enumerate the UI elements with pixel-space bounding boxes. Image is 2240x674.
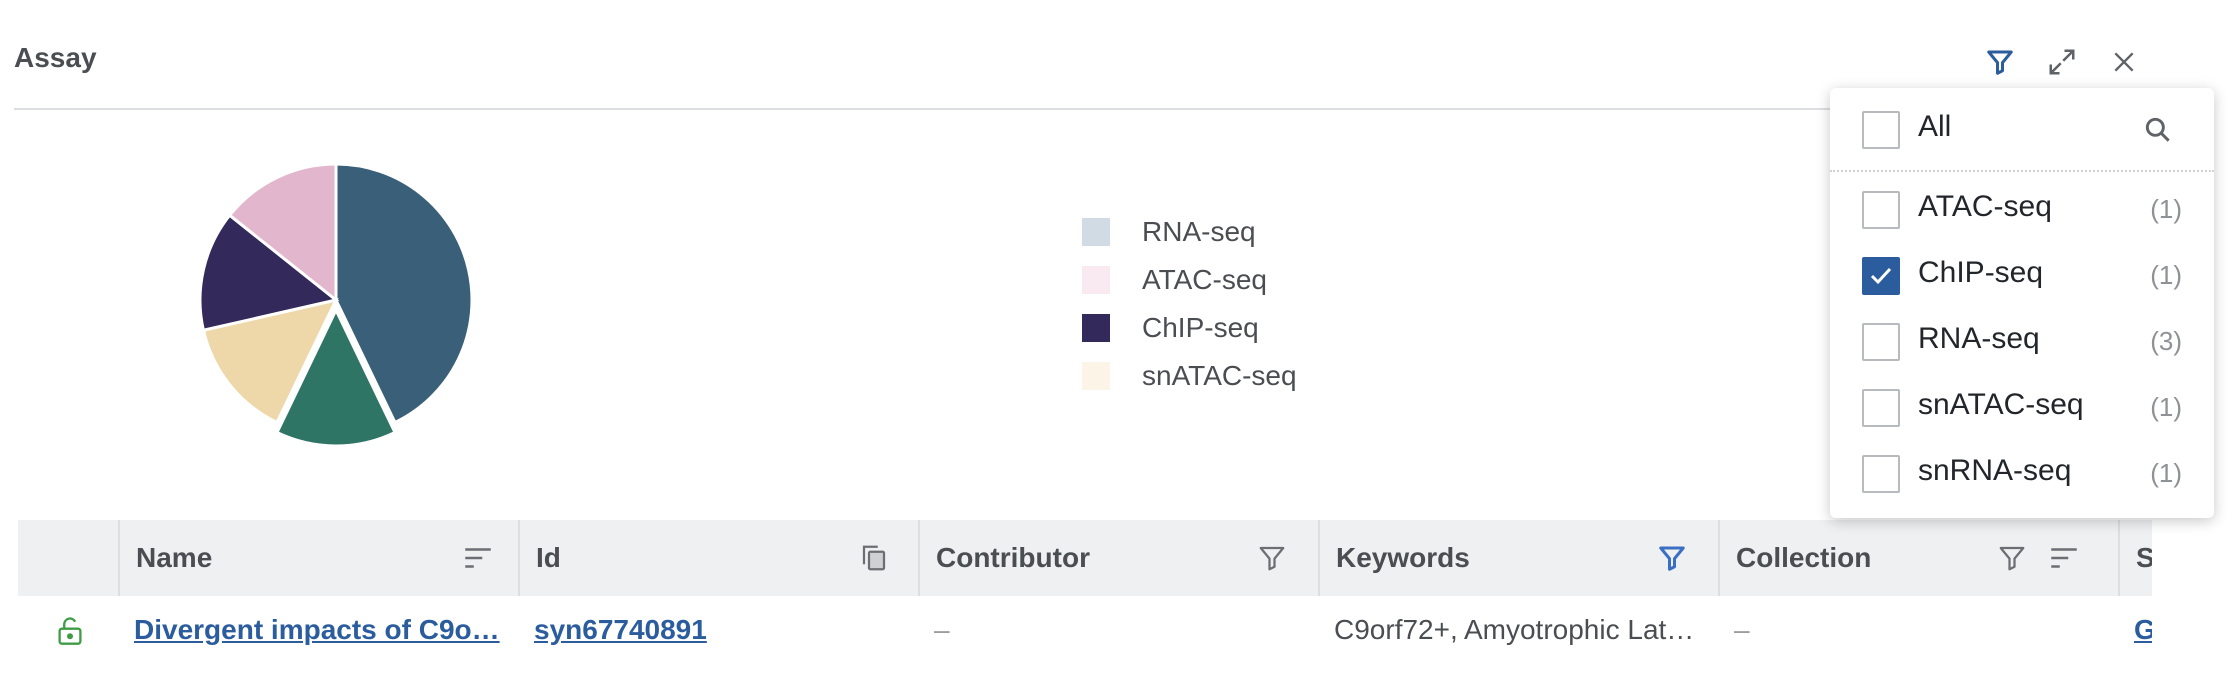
lock-open-icon	[56, 616, 84, 653]
checkbox[interactable]	[1862, 191, 1900, 229]
sort-icon[interactable]	[460, 540, 496, 576]
keywords-value: C9orf72+, Amyotrophic Lat…	[1334, 614, 1695, 645]
filter-option[interactable]: ATAC-seq (1)	[1830, 176, 2214, 242]
column-header-name[interactable]: Name	[118, 520, 518, 596]
checkbox[interactable]	[1862, 111, 1900, 149]
pie-slice-rna-seq[interactable]	[334, 162, 474, 425]
filter-icon[interactable]	[1254, 540, 1290, 576]
option-label: snATAC-seq	[1918, 388, 2084, 421]
legend-item[interactable]: snATAC-seq	[1082, 352, 1297, 400]
table-header: Name Id Contributor Keywords Collection	[18, 520, 2152, 596]
pie-slice-snatac-seq[interactable]	[201, 297, 339, 425]
option-label: All	[1918, 110, 1952, 143]
option-label: snRNA-seq	[1918, 454, 2072, 487]
legend-swatch	[1082, 362, 1110, 390]
legend-swatch	[1082, 314, 1110, 342]
legend-swatch	[1082, 266, 1110, 294]
pie-slice-atac-seq[interactable]	[227, 162, 338, 304]
legend-item[interactable]: RNA-seq	[1082, 208, 1297, 256]
filter-icon[interactable]	[1994, 540, 2030, 576]
option-label: ChIP-seq	[1918, 256, 2044, 289]
option-count: (1)	[2150, 392, 2182, 422]
panel-header: Assay	[14, 20, 2138, 110]
column-header-id[interactable]: Id	[518, 520, 918, 596]
chart-legend: RNA-seq ATAC-seq ChIP-seq snATAC-seq	[1082, 208, 1297, 400]
contributor-value: –	[934, 614, 950, 645]
option-label: ATAC-seq	[1918, 190, 2052, 223]
expand-icon[interactable]	[2042, 42, 2082, 82]
legend-label: snATAC-seq	[1142, 360, 1297, 391]
column-header-next[interactable]: S	[2118, 520, 2152, 596]
column-header-contributor[interactable]: Contributor	[918, 520, 1318, 596]
next-column-link[interactable]: G	[2134, 614, 2152, 645]
legend-item[interactable]: ChIP-seq	[1082, 304, 1297, 352]
legend-swatch	[1082, 218, 1110, 246]
sort-icon[interactable]	[2046, 540, 2082, 576]
assay-pie-chart[interactable]	[160, 150, 500, 450]
checkbox[interactable]	[1862, 389, 1900, 427]
option-count: (3)	[2150, 326, 2182, 356]
search-icon[interactable]	[2142, 114, 2174, 151]
legend-label: ATAC-seq	[1142, 264, 1267, 295]
filter-option[interactable]: RNA-seq (3)	[1830, 308, 2214, 374]
table-row[interactable]: Divergent impacts of C9o… syn67740891 – …	[18, 596, 2152, 674]
copy-icon[interactable]	[856, 540, 892, 576]
checkbox[interactable]	[1862, 455, 1900, 493]
filter-option[interactable]: ChIP-seq (1)	[1830, 242, 2214, 308]
option-count: (1)	[2150, 260, 2182, 290]
results-table: Name Id Contributor Keywords Collection	[18, 520, 2152, 674]
filter-icon[interactable]	[1980, 42, 2020, 82]
legend-label: RNA-seq	[1142, 216, 1256, 247]
filter-option[interactable]: snRNA-seq (1)	[1830, 440, 2214, 506]
legend-label: ChIP-seq	[1142, 312, 1259, 343]
study-name-link[interactable]: Divergent impacts of C9o…	[134, 614, 500, 645]
pie-slice-snrna-seq[interactable]	[198, 213, 340, 333]
filter-option[interactable]: snATAC-seq (1)	[1830, 374, 2214, 440]
column-header-keywords[interactable]: Keywords	[1318, 520, 1718, 596]
checkbox[interactable]	[1862, 323, 1900, 361]
column-header-collection[interactable]: Collection	[1718, 520, 2118, 596]
collection-value: –	[1734, 614, 1750, 645]
checkbox-checked[interactable]	[1862, 257, 1900, 295]
legend-item[interactable]: ATAC-seq	[1082, 256, 1297, 304]
filter-dropdown: All ATAC-seq (1) ChIP-seq (1) RNA-seq (3…	[1830, 88, 2214, 518]
panel-title: Assay	[14, 42, 97, 73]
study-id-link[interactable]: syn67740891	[534, 614, 707, 645]
option-count: (1)	[2150, 458, 2182, 488]
option-count: (1)	[2150, 194, 2182, 224]
filter-active-icon[interactable]	[1654, 540, 1690, 576]
check-icon	[1870, 267, 1892, 285]
filter-option-all[interactable]: All	[1830, 88, 2214, 172]
pie-slice-chip-seq[interactable]	[274, 306, 398, 448]
close-icon[interactable]	[2104, 42, 2144, 82]
option-label: RNA-seq	[1918, 322, 2040, 355]
